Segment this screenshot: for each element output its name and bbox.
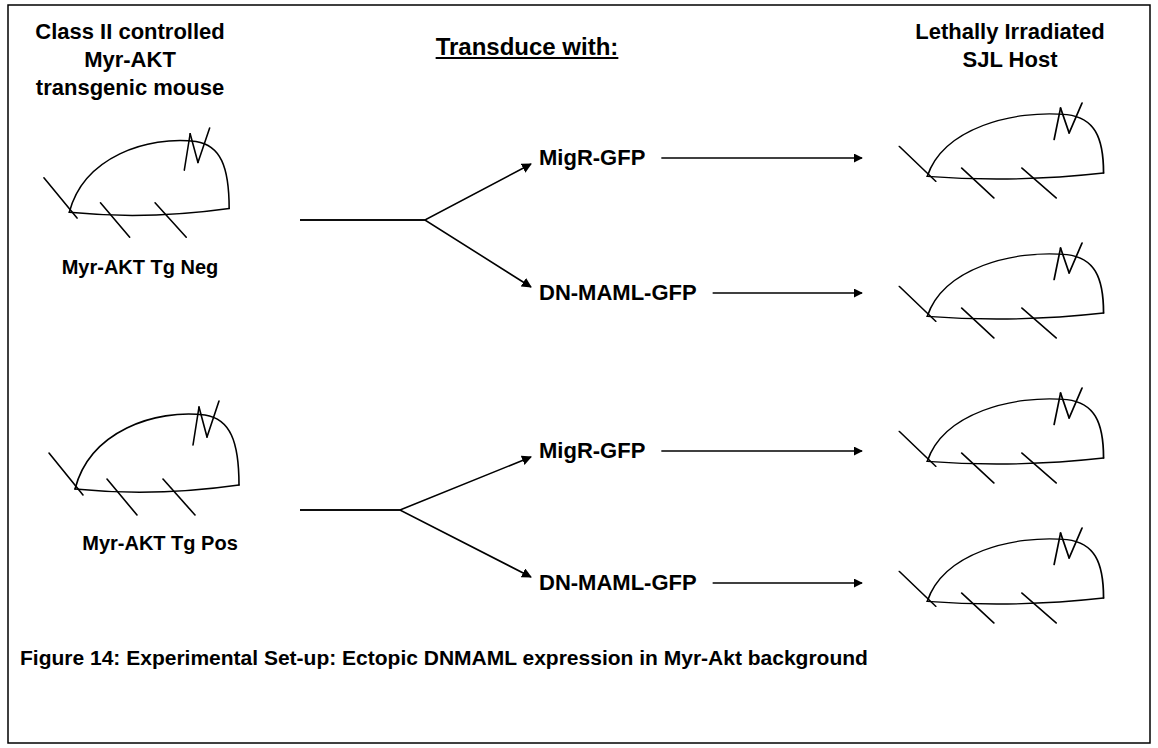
mouse-leg [163, 479, 195, 515]
vector-label: DN-MAML-GFP [535, 278, 701, 308]
mouse-tail [899, 146, 936, 181]
mouse-leg [962, 593, 994, 623]
mouse-ear [1069, 528, 1082, 558]
vector-name: MigR-GFP [539, 438, 645, 464]
vector-name: DN-MAML-GFP [539, 280, 697, 306]
vector-label: DN-MAML-GFP [535, 568, 701, 598]
mouse-belly [69, 209, 229, 216]
mouse-body [927, 254, 1103, 316]
mouse-ear [1069, 388, 1082, 418]
transfer-arrow [661, 157, 862, 159]
mouse-drawing [899, 243, 1103, 338]
mouse-belly [927, 598, 1103, 604]
transduction-arrow [300, 510, 531, 577]
mouse-leg [962, 168, 994, 198]
mouse-body [927, 399, 1103, 461]
mouse-leg [962, 308, 994, 338]
mouse-tail [899, 286, 936, 321]
mouse-belly [75, 485, 239, 492]
column-heading: Class II controlled Myr-AKT transgenic m… [30, 18, 230, 102]
mouse-ear [1069, 103, 1082, 133]
vector-label: MigR-GFP [535, 143, 649, 173]
mouse-leg [1022, 593, 1056, 623]
transduction-arrow [300, 457, 531, 510]
column-heading: Lethally Irradiated SJL Host [910, 18, 1110, 74]
mouse-drawing [49, 401, 239, 515]
mouse-leg [1022, 453, 1056, 483]
donor-mouse: Myr-AKT Tg Pos [40, 393, 300, 563]
mouse-ear [193, 407, 199, 445]
mouse-drawing [44, 128, 229, 237]
mouse-drawing [899, 388, 1103, 483]
mouse-leg [155, 203, 186, 238]
mouse-body [927, 539, 1103, 601]
mouse-ear [1061, 248, 1070, 273]
mouse-body [927, 114, 1103, 176]
mouse-belly [927, 173, 1103, 179]
mouse-leg [107, 479, 137, 515]
column-heading: Transduce with: [427, 32, 627, 62]
mouse-drawing [899, 528, 1103, 623]
transduction-arrow [300, 220, 531, 287]
mouse-belly [927, 313, 1103, 319]
mouse-belly [927, 458, 1103, 464]
mouse-ear [1061, 108, 1070, 133]
transfer-arrow [661, 450, 862, 452]
mouse-ear [198, 128, 210, 163]
mouse-ear [190, 134, 198, 163]
mouse-leg [1022, 308, 1056, 338]
mouse-tail [44, 178, 77, 218]
mouse-drawing [899, 103, 1103, 198]
mouse-body [69, 141, 229, 213]
mouse-tail [49, 453, 83, 495]
figure-caption: Figure 14: Experimental Set-up: Ectopic … [20, 646, 868, 670]
mouse-body [75, 414, 239, 489]
vector-label: MigR-GFP [535, 436, 649, 466]
mouse-ear [1054, 108, 1060, 140]
mouse-label: Myr-AKT Tg Neg [40, 255, 240, 279]
mouse-ear [184, 134, 190, 170]
transfer-arrow [713, 292, 862, 294]
mouse-ear [1061, 393, 1070, 418]
mouse-tail [899, 571, 936, 606]
mouse-ear [1054, 248, 1060, 280]
donor-mouse: Myr-AKT Tg Neg [40, 118, 300, 288]
vector-name: DN-MAML-GFP [539, 570, 697, 596]
mouse-leg [962, 453, 994, 483]
mouse-leg [1022, 168, 1056, 198]
mouse-ear [207, 401, 219, 437]
vector-name: MigR-GFP [539, 145, 645, 171]
transduction-arrow [300, 164, 531, 220]
mouse-leg [100, 203, 129, 238]
transfer-arrow [713, 582, 862, 584]
mouse-ear [1069, 243, 1082, 273]
mouse-label: Myr-AKT Tg Pos [60, 531, 260, 555]
mouse-ear [199, 407, 207, 437]
mouse-tail [899, 431, 936, 466]
figure-frame [8, 5, 1150, 743]
mouse-ear [1054, 533, 1060, 565]
mouse-ear [1061, 533, 1070, 558]
mouse-ear [1054, 393, 1060, 425]
